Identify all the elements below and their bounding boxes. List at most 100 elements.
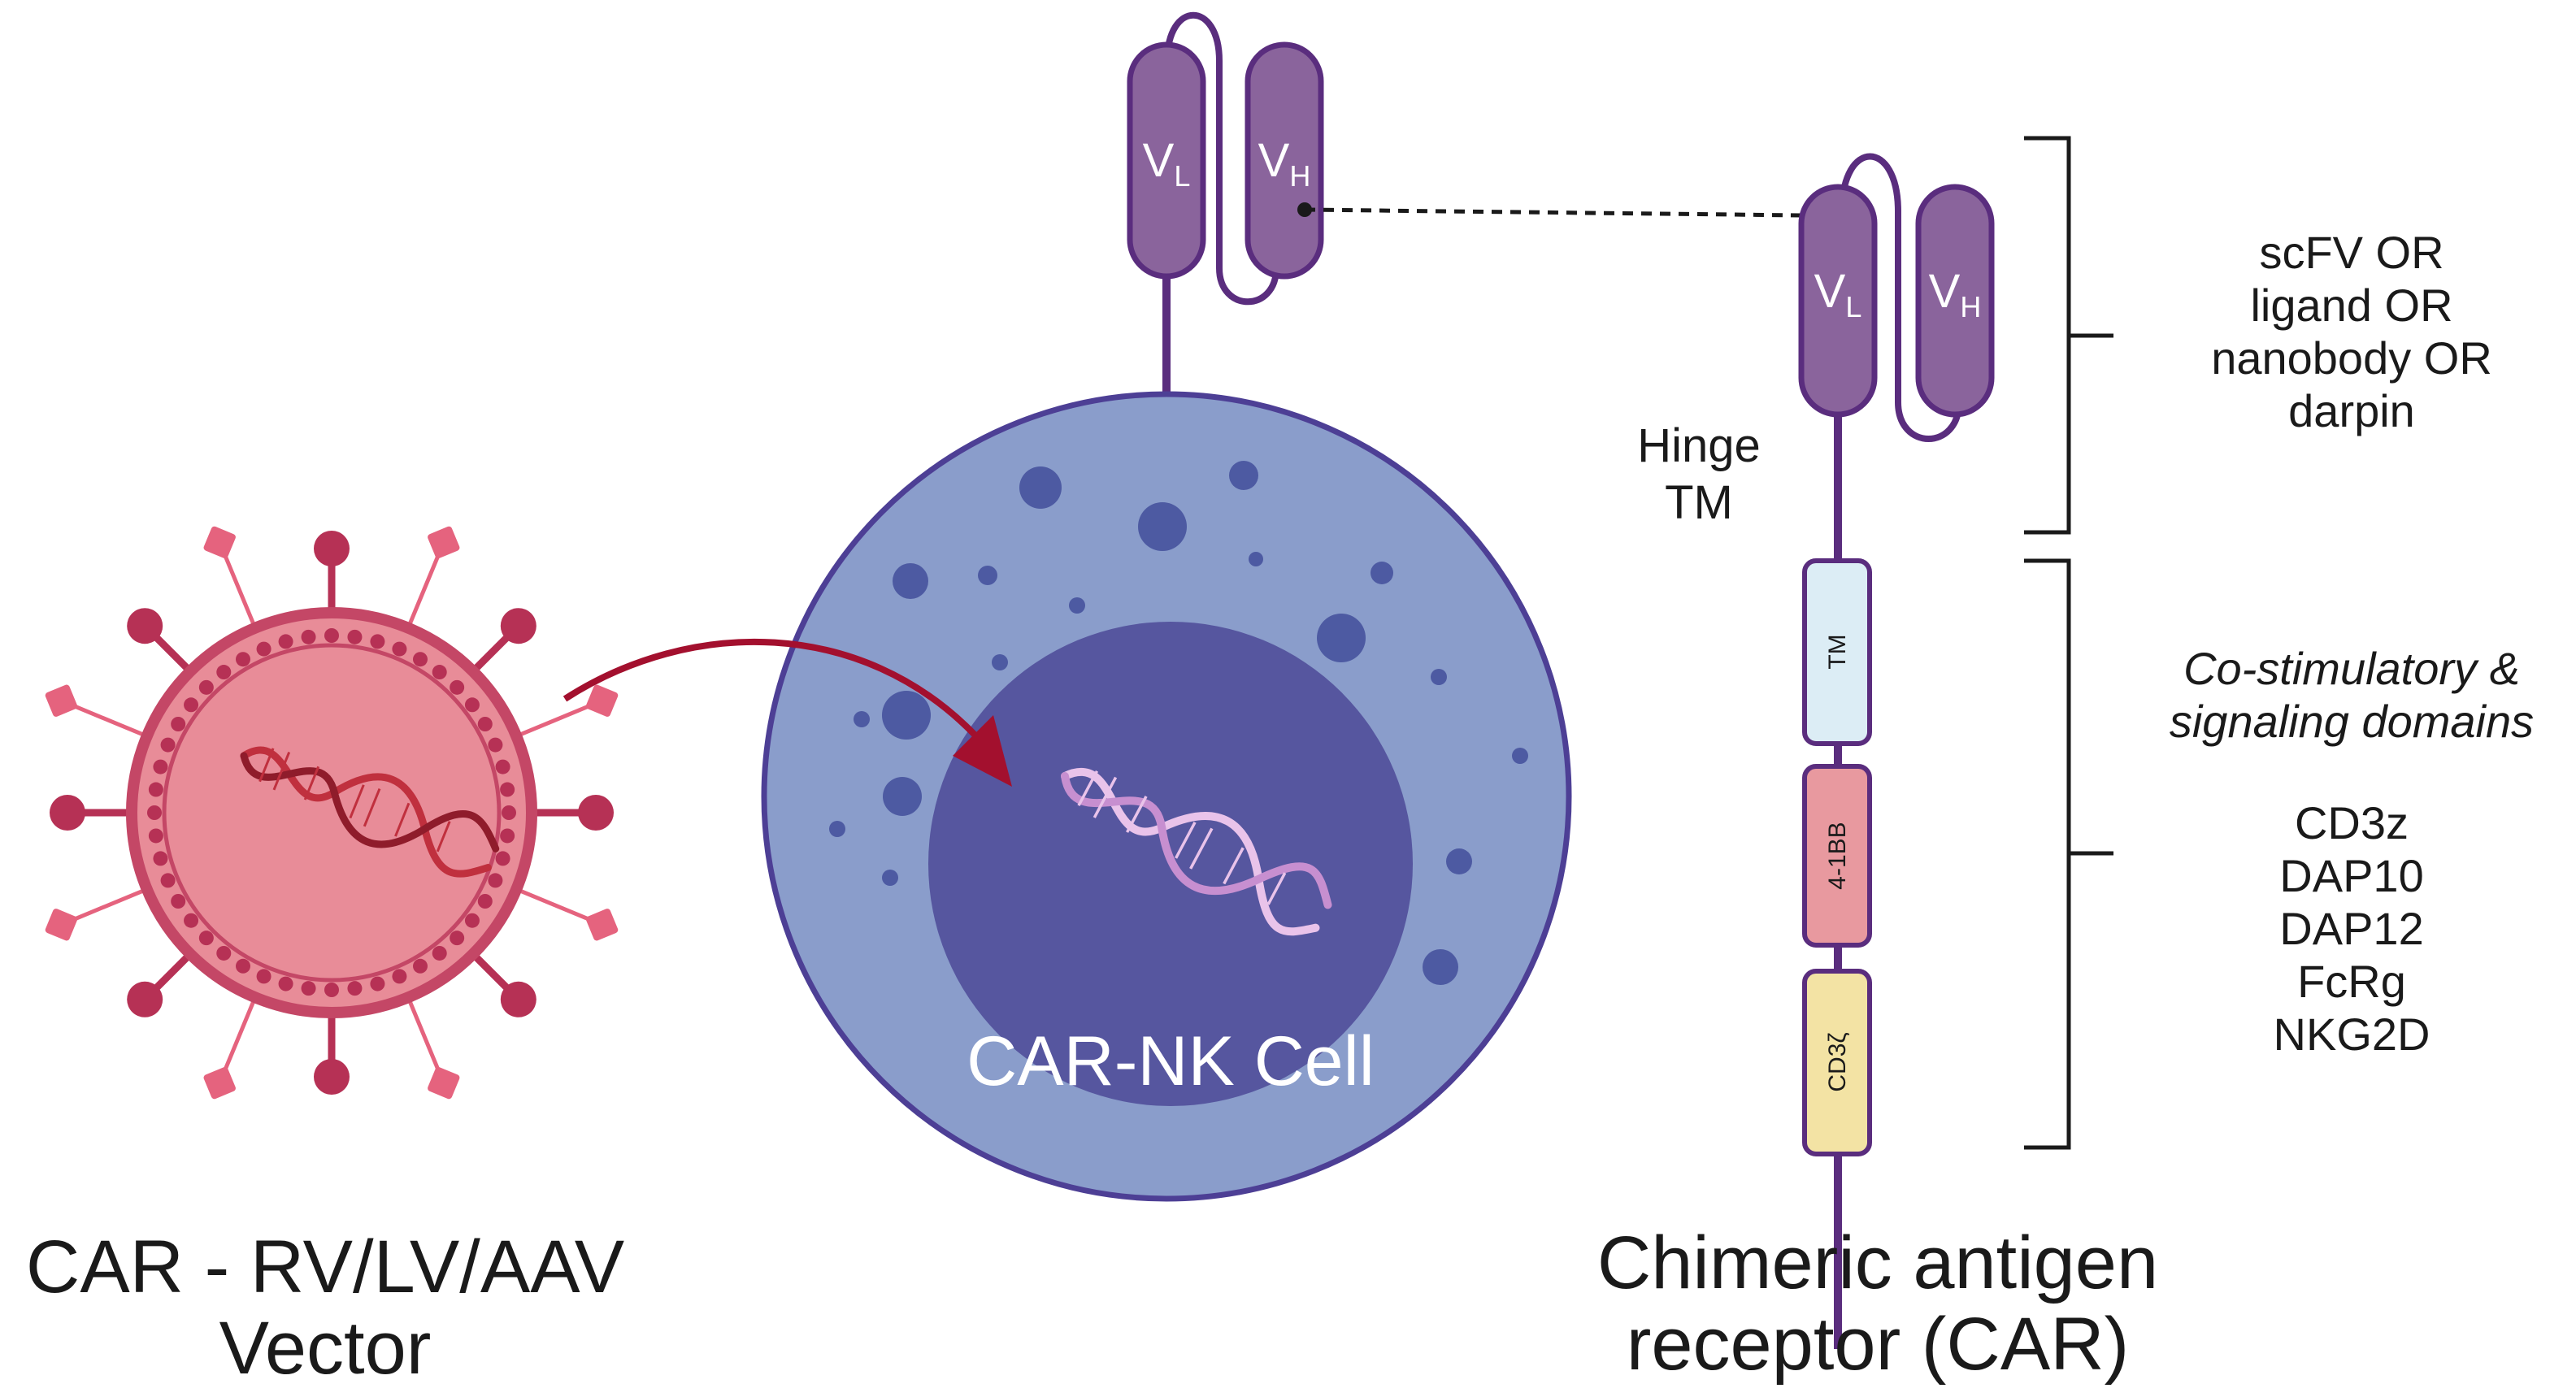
vector-bead [500, 782, 515, 797]
cell-granules [829, 461, 1528, 985]
vector-spike-head [314, 531, 350, 566]
signaling-bracket: Co-stimulatory & signaling domains CD3z … [2024, 558, 2534, 1150]
car-title-line-2: receptor (CAR) [1627, 1303, 2130, 1386]
vector-bead [347, 981, 363, 996]
vector-bead [184, 913, 199, 928]
vector-bead [171, 894, 186, 909]
cell-granule [1423, 949, 1458, 985]
cell-granule [1138, 502, 1187, 551]
receptor-vh-label: VH [1258, 134, 1311, 193]
car-domain-tm: TM [1802, 558, 1872, 746]
vector-bead [256, 969, 272, 984]
cell-granule [1371, 562, 1393, 584]
vector-title-line-2: Vector [219, 1307, 432, 1390]
vector-bead [278, 976, 293, 991]
car-domain-41bb-label: 4-1BB [1824, 822, 1851, 889]
cell-granule [1229, 461, 1258, 490]
vector-bead [153, 851, 168, 866]
vector-bead [147, 805, 162, 820]
vector-bead [184, 697, 199, 713]
vector-bead [198, 679, 214, 695]
car-structure: VL VH TM 4-1BB CD3ζ Hinge TM [1637, 153, 1995, 1349]
vector-spike-head [500, 608, 536, 644]
binding-line-4: darpin [2288, 385, 2415, 436]
binding-bracket: scFV OR ligand OR nanobody OR darpin [2024, 136, 2492, 535]
vector-outer-membrane [126, 607, 537, 1018]
vector-spike-head [578, 795, 614, 831]
receptor-anchor-dot [1297, 202, 1312, 217]
cell-granule [992, 654, 1008, 670]
vector-bead [148, 782, 163, 797]
vector-spikes [45, 526, 619, 1100]
vector-inner-ring [162, 643, 502, 983]
signaling-item-4: FcRg [2297, 956, 2406, 1007]
vector-bead [160, 737, 176, 753]
vector-bead [324, 628, 339, 643]
nk-cell: CAR-NK Cell [761, 272, 1572, 1202]
vector-bead [216, 945, 232, 961]
vector-spike-head [50, 795, 85, 831]
vector-bead [370, 976, 385, 991]
delivery-arrow [563, 638, 1012, 787]
signaling-item-3: DAP12 [2279, 903, 2423, 954]
vector-spike-head [45, 684, 78, 717]
vector-bead [413, 958, 428, 974]
vector-spike-head [585, 684, 619, 717]
vector-bead [171, 717, 186, 731]
binding-line-1: scFV OR [2259, 227, 2444, 278]
cell-dna-icon [1061, 767, 1332, 936]
vector-spike-head [127, 981, 163, 1017]
receptor-stalk [1162, 272, 1171, 402]
cell-label: CAR-NK Cell [967, 1022, 1375, 1100]
vector-bead [301, 981, 316, 996]
car-vl-label: VL [1814, 265, 1862, 323]
car-domain-cd3zeta-label: CD3ζ [1824, 1032, 1851, 1091]
cell-granule [1446, 848, 1472, 874]
car-domain-tm-label: TM [1824, 634, 1851, 669]
car-vh-label: VH [1929, 265, 1982, 323]
cell-granule [1512, 748, 1528, 764]
vector-bead [495, 759, 510, 774]
vector-bead [324, 983, 339, 997]
vector-spike-head [203, 1066, 236, 1100]
cell-granule [1069, 597, 1085, 614]
vector-spike-head [428, 526, 460, 559]
vector-spike-head [203, 526, 236, 559]
cell-receptor: VL VH [1127, 12, 1804, 306]
vector-bead [256, 641, 272, 657]
cell-granule [882, 870, 898, 886]
car-title-line-1: Chimeric antigen [1597, 1221, 2158, 1304]
cell-granule [1431, 669, 1447, 685]
cell-granule [1317, 614, 1366, 662]
vector-bead [477, 894, 493, 909]
vector-bead [477, 717, 493, 731]
vector-bead [216, 665, 232, 680]
vector-bead [148, 828, 163, 844]
vector-bead [160, 873, 176, 888]
signaling-item-1: CD3z [2295, 797, 2409, 848]
vector-spike-head [428, 1066, 460, 1100]
receptor-linker [1164, 12, 1279, 306]
vector-dna-icon [240, 746, 500, 878]
vector-bead [153, 759, 168, 774]
vector-bead [236, 958, 250, 974]
vector-spike-head [45, 909, 78, 941]
vector-bead [450, 931, 465, 946]
vector-bead [301, 629, 316, 644]
vector-bead [236, 652, 250, 667]
vector-bead [500, 828, 515, 844]
vector-bead [495, 851, 510, 866]
vector-bead [432, 665, 447, 680]
vector-spike-head [500, 981, 536, 1017]
vector-bead [278, 634, 293, 649]
receptor-vl-domain [1127, 41, 1206, 280]
vector-bead [464, 697, 480, 713]
viral-vector [45, 526, 619, 1100]
signaling-heading-1: Co-stimulatory & [2183, 643, 2520, 694]
vector-bead [488, 737, 503, 753]
signaling-item-5: NKG2D [2274, 1009, 2430, 1060]
vector-title-line-1: CAR - RV/LV/AAV [26, 1226, 624, 1308]
vector-bead [370, 634, 385, 649]
signaling-heading-2: signaling domains [2170, 696, 2534, 747]
